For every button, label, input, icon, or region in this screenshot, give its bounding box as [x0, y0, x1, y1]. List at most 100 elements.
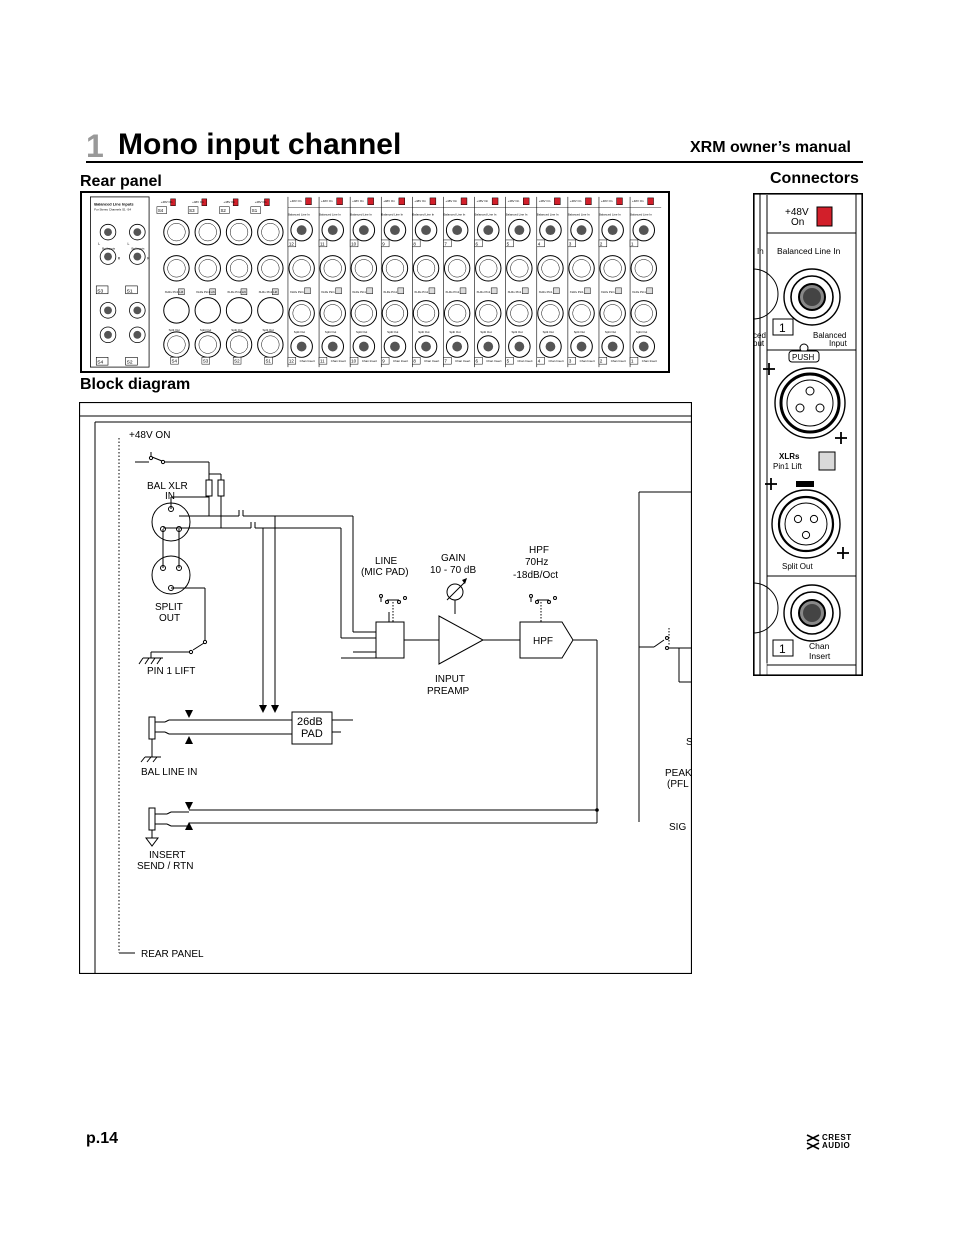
- rp-mono-phantom-switch[interactable]: [429, 197, 437, 205]
- insert-label: INSERT: [149, 850, 186, 861]
- rp-split-label: Split Out: [263, 328, 274, 332]
- rp-mono-phantom-switch[interactable]: [336, 197, 343, 205]
- rp-mono-lift-label: XLRs Pin1 Lift: [632, 290, 651, 294]
- rp-mono-phantom-switch[interactable]: [367, 197, 374, 205]
- xlr-split-connector[interactable]: [771, 481, 841, 559]
- rp-mono-ch-box: [567, 239, 576, 248]
- rp-lift-switch[interactable]: [178, 288, 185, 295]
- chan-insert-jack[interactable]: [783, 584, 841, 642]
- rp-insert-label: Chan Insert: [300, 359, 315, 363]
- rp-mono-lift-switch[interactable]: [335, 287, 342, 294]
- rp-mono-lift-switch[interactable]: [584, 287, 591, 294]
- rp-xlr-inner: [261, 223, 280, 242]
- rp-ch-box: [187, 206, 199, 214]
- rp-mono-ch-label: 8: [413, 241, 416, 246]
- rp-mono-lift-switch[interactable]: [397, 287, 404, 294]
- stereo-subheading: For Stereo Channels S1 -S4: [94, 208, 131, 212]
- connector-strip-illustration: +48V On In Balanced Line In 1 Balanced I…: [753, 193, 863, 676]
- rp-xlr-split[interactable]: [225, 297, 253, 324]
- rp-xlr-inner: [198, 335, 217, 354]
- rp-lift-label: XLRs Pin1 Lift: [165, 290, 184, 294]
- rp-mono-lift-switch[interactable]: [646, 287, 653, 294]
- rp-line-in-label: Balanced Line In: [568, 212, 590, 216]
- rp-insert-label: Chan Insert: [611, 359, 626, 363]
- pad-label-2: PAD: [301, 728, 323, 740]
- rp-mono-phantom-switch[interactable]: [305, 197, 312, 205]
- rp-phantom-switch[interactable]: [201, 198, 208, 206]
- rp-mono-ch-box-low: [443, 357, 452, 365]
- rp-phantom-switch[interactable]: [232, 198, 239, 206]
- rp-phantom-switch[interactable]: [264, 198, 270, 206]
- rp-mono-ch-box-low: [536, 357, 545, 365]
- rp-mono-ch-label-low: 2: [600, 359, 603, 364]
- rp-mono-xlr-inner: [510, 259, 529, 278]
- rp-mono-ch-label: 10: [351, 241, 356, 246]
- rp-mono-ch-box: [287, 239, 297, 248]
- conn-channel-box: [772, 318, 794, 336]
- rp-mono-lift-switch[interactable]: [490, 287, 498, 294]
- hpf-block: [519, 621, 574, 659]
- stereo-bal-label: Bal Inputs: [131, 247, 145, 251]
- rp-mono-lift-switch[interactable]: [553, 287, 560, 294]
- rp-mono-phantom-switch[interactable]: [460, 197, 468, 205]
- stereo-jack-core: [133, 306, 142, 315]
- rp-mono-phantom-switch[interactable]: [616, 197, 623, 205]
- rp-xlr-split[interactable]: [257, 297, 284, 324]
- rp-insert-jack-core: [358, 341, 369, 352]
- rp-mono-lift-switch[interactable]: [366, 287, 373, 294]
- rear-panel-illustration: Balanced Line Inputs For Stereo Channels…: [80, 191, 670, 373]
- rp-lift-switch[interactable]: [209, 288, 216, 295]
- rp-mono-phantom-switch[interactable]: [491, 197, 499, 205]
- rp-mono-lift-switch[interactable]: [615, 287, 622, 294]
- rp-mono-lift-switch[interactable]: [304, 287, 311, 294]
- rp-mono-ch-label-low: 3: [569, 359, 572, 364]
- rp-mono-phantom-switch[interactable]: [554, 197, 561, 205]
- rp-mono-ch-label-low: 12: [289, 359, 294, 364]
- rp-insert-label: Chan Insert: [549, 359, 564, 363]
- rp-mono-phantom-switch[interactable]: [523, 197, 530, 205]
- rp-lift-switch[interactable]: [272, 288, 279, 295]
- stereo-bal-label: Bal Inputs: [102, 247, 116, 251]
- rp-mono-lift-switch[interactable]: [428, 287, 436, 294]
- stereo-channel-label-low: S4: [97, 360, 103, 366]
- insert-arrow-send: [185, 802, 193, 810]
- rp-mono-ch-box-low: [505, 357, 514, 365]
- rp-line-in-label: Balanced Line In: [537, 212, 559, 216]
- rp-mono-xlr-inner: [572, 259, 591, 278]
- rp-mono-ch-box: [536, 239, 545, 248]
- rp-lift-switch[interactable]: [240, 288, 248, 295]
- rp-mono-ch-label-low: 1: [631, 359, 634, 364]
- rp-mono-lift-switch[interactable]: [459, 287, 467, 294]
- xlr-input-connector[interactable]: [774, 367, 846, 439]
- rp-ch-box-low: [264, 357, 273, 365]
- rp-xlr-inner: [261, 335, 280, 354]
- rp-mono-lift-switch[interactable]: [522, 287, 529, 294]
- rp-mono-xlr-inner: [292, 259, 311, 278]
- phantom-on-switch[interactable]: [816, 206, 833, 227]
- conn-xlr-lift-2: Pin1 Lift: [773, 462, 803, 471]
- arrow-split-2: [271, 705, 279, 713]
- rp-xlr-split[interactable]: [163, 297, 190, 324]
- rp-line-jack-core: [483, 225, 494, 236]
- rp-mono-phantom-switch[interactable]: [585, 197, 592, 205]
- conn-xlr-lift-1: XLRs: [779, 452, 800, 461]
- line-in-jack[interactable]: [783, 268, 841, 326]
- rp-mono-split-inner: [541, 304, 560, 323]
- rp-phantom-switch[interactable]: [170, 198, 176, 206]
- rp-mono-ch-label: 5: [507, 241, 510, 246]
- rp-mono-split-inner: [385, 304, 404, 323]
- rp-mono-phantom-switch[interactable]: [647, 197, 654, 205]
- rp-xlr-split[interactable]: [194, 297, 221, 324]
- rp-mono-phantom-label: +48V On: [539, 199, 551, 203]
- rp-mono-ch-box: [629, 239, 639, 248]
- rp-mono-xlr-inner: [385, 259, 404, 278]
- rp-mono-ch-label-low: 10: [351, 359, 356, 364]
- insert-label-2: SEND / RTN: [137, 861, 194, 872]
- pin1-lift-switch[interactable]: [818, 451, 836, 471]
- rp-mono-ch-box: [474, 239, 483, 248]
- rp-insert-label: Chan Insert: [517, 359, 532, 363]
- rp-mono-phantom-switch[interactable]: [398, 197, 405, 205]
- rp-lift-label: XLRs Pin1 Lift: [227, 290, 246, 294]
- rp-ch-label-low: S3: [203, 359, 209, 364]
